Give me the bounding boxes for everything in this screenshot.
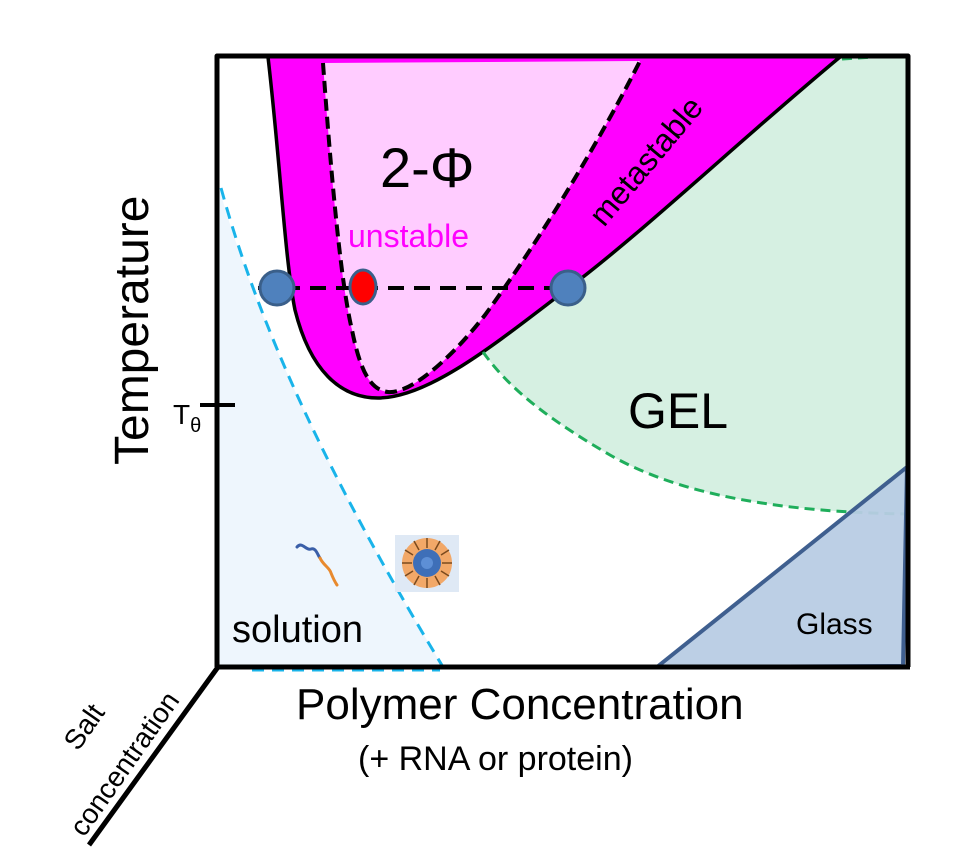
two-phase-label: 2-Φ xyxy=(380,136,474,199)
theta-temperature-label: Tθ xyxy=(173,399,201,437)
unstable-composition-point xyxy=(348,268,378,306)
spinodal-curve xyxy=(321,60,642,395)
solution-label: solution xyxy=(232,609,363,651)
gel-label: GEL xyxy=(628,383,728,439)
micelle-icon xyxy=(395,535,459,592)
dense-phase-point xyxy=(549,269,587,307)
polymer-chain-icon xyxy=(295,543,339,587)
dilute-phase-point xyxy=(258,269,296,307)
plot-frame xyxy=(214,53,911,667)
unstable-label: unstable xyxy=(348,218,469,254)
salt-axis xyxy=(86,665,221,847)
gel-boundary-curve xyxy=(481,351,907,516)
x-axis-label: Polymer Concentration xyxy=(296,680,744,729)
glass-label: Glass xyxy=(796,608,873,641)
unstable-region xyxy=(323,61,640,393)
binodal-curve xyxy=(266,55,842,400)
salt-axis-label-line1: Salt xyxy=(58,698,111,755)
y-axis-label: Temperature xyxy=(106,196,159,465)
solution-region xyxy=(219,188,443,667)
gel-region xyxy=(483,57,906,514)
x-axis-sublabel: (+ RNA or protein) xyxy=(358,740,633,778)
